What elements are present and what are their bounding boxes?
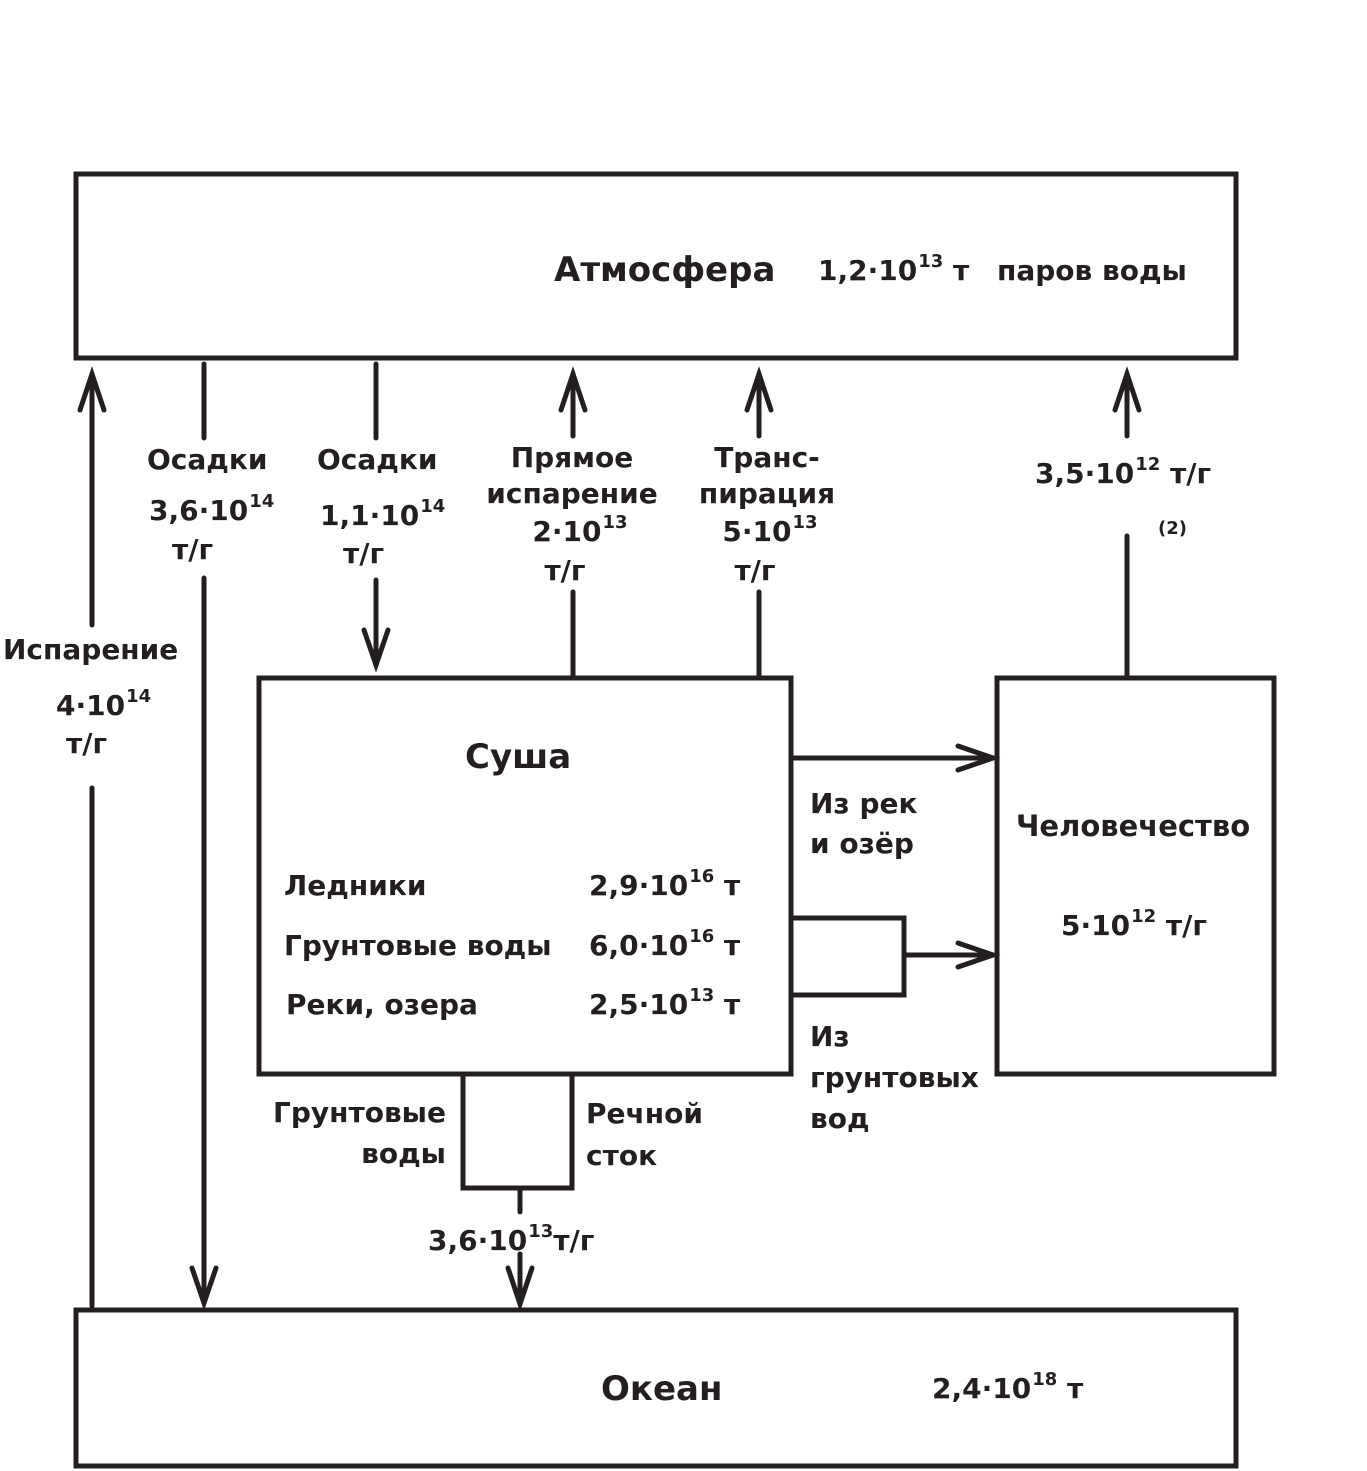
evaporation-ocean-value: 4·1014 bbox=[56, 686, 152, 722]
ocean-amount: 2,4·1018 т bbox=[932, 1369, 1084, 1405]
direct-evap-label: Прямое bbox=[510, 441, 634, 474]
from-ground-arrow bbox=[790, 915, 1001, 998]
precip-land-label: Осадки bbox=[317, 443, 438, 476]
from-ground-label-2: грунтовых bbox=[810, 1061, 979, 1094]
runoff-value: 3,6·1013т/г bbox=[428, 1221, 595, 1257]
from-rivers-arrow bbox=[790, 743, 1001, 773]
ocean-title: Океан bbox=[601, 1369, 723, 1409]
transpiration-label: Транс- bbox=[714, 441, 820, 474]
transpiration-unit: т/г bbox=[734, 554, 776, 587]
precip-land-arrow bbox=[361, 361, 391, 673]
atmosphere-suffix: паров воды bbox=[997, 254, 1187, 287]
humanity-up-note: (2) bbox=[1158, 518, 1187, 539]
precip-land-value: 1,1·1014 bbox=[320, 496, 446, 532]
precip-ocean-value: 3,6·1014 bbox=[149, 491, 275, 527]
humanity-up-value: 3,5·1012 т/г bbox=[1035, 454, 1212, 490]
transpiration-value: 5·1013 bbox=[722, 512, 818, 548]
transpiration-arrow bbox=[744, 366, 774, 679]
from-rivers-label-2: и озёр bbox=[810, 827, 914, 860]
humanity-amount: 5·1012 т/г bbox=[1061, 906, 1207, 942]
evaporation-ocean-arrow bbox=[77, 366, 107, 1309]
from-ground-label: Из bbox=[810, 1020, 850, 1053]
precip-land-unit: т/г bbox=[343, 537, 385, 570]
direct-evap-arrow bbox=[558, 366, 588, 679]
direct-evap-unit: т/г bbox=[544, 554, 586, 587]
runoff-river-label-2: сток bbox=[586, 1139, 658, 1172]
humanity-title: Человечество bbox=[1016, 809, 1251, 843]
atmosphere-amount: 1,2·1013 т bbox=[818, 251, 970, 287]
runoff-arrow bbox=[460, 1073, 575, 1312]
humanity-box bbox=[994, 675, 1277, 1077]
ocean-box bbox=[73, 1307, 1239, 1469]
land-row-value: 2,5·1013 т bbox=[589, 985, 741, 1021]
precip-ocean-arrow bbox=[189, 361, 219, 1311]
precip-ocean-unit: т/г bbox=[172, 533, 214, 566]
precip-ocean-label: Осадки bbox=[147, 443, 268, 476]
humanity-up-arrow bbox=[1112, 366, 1142, 679]
atmosphere-title: Атмосфера bbox=[554, 250, 776, 290]
runoff-river-label: Речной bbox=[586, 1097, 703, 1130]
land-row-name: Грунтовые воды bbox=[284, 929, 552, 962]
land-row-name: Ледники bbox=[284, 869, 427, 902]
land-row-value: 6,0·1016 т bbox=[589, 926, 741, 962]
from-ground-label-3: вод bbox=[810, 1102, 870, 1135]
land-row-name: Реки, озера bbox=[286, 988, 478, 1021]
land-row-value: 2,9·1016 т bbox=[589, 866, 741, 902]
from-rivers-label: Из рек bbox=[810, 787, 918, 820]
runoff-ground-label-2: воды bbox=[361, 1137, 446, 1170]
land-title: Суша bbox=[465, 737, 572, 777]
direct-evap-value: 2·1013 bbox=[532, 512, 628, 548]
evaporation-ocean-label: Испарение bbox=[3, 633, 179, 666]
land-box bbox=[256, 675, 794, 1077]
atmosphere-box bbox=[73, 171, 1239, 361]
evaporation-ocean-unit: т/г bbox=[66, 727, 108, 760]
direct-evap-label-2: испарение bbox=[486, 477, 658, 510]
runoff-ground-label: Грунтовые bbox=[273, 1096, 446, 1129]
transpiration-label-2: пирация bbox=[698, 477, 836, 510]
